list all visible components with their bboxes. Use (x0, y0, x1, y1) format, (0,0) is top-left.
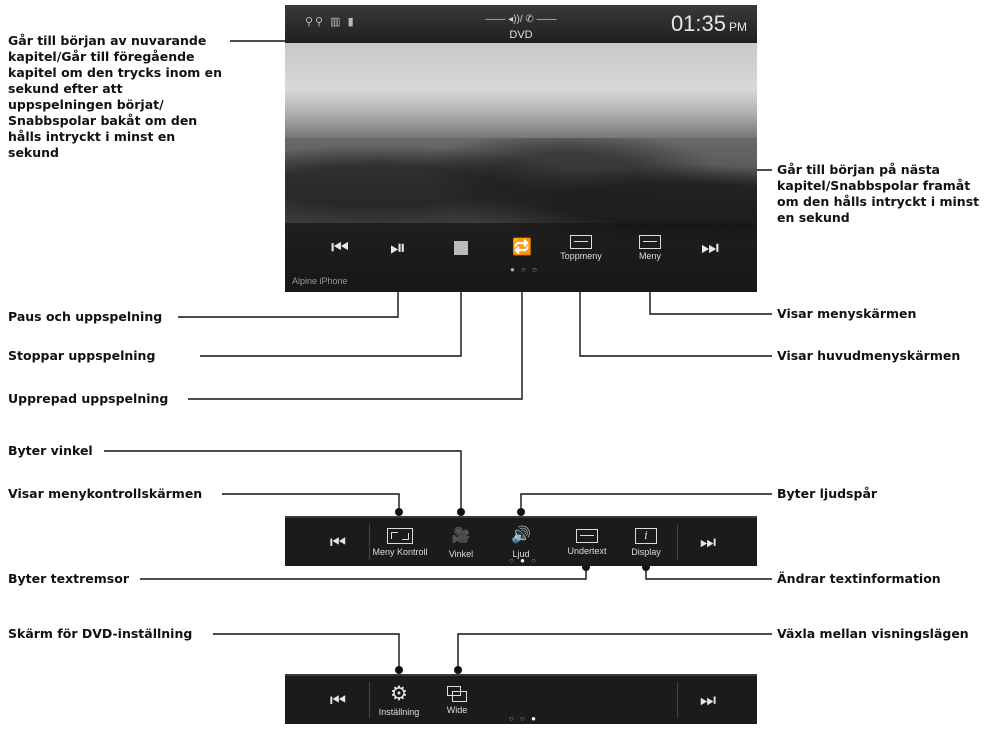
settings-button[interactable]: ⚙ Inställning (371, 676, 427, 724)
wide-mode-icon (447, 685, 467, 702)
menu-icon (639, 235, 661, 249)
menu-control-icon (387, 527, 413, 544)
callout-stop: Stoppar uppspelning (8, 348, 156, 363)
callout-view-mode: Växla mellan visningslägen (777, 626, 969, 641)
prev-icon: ⏮ (329, 690, 347, 710)
callout-prev-chapter: Går till början av nuvarande kapitel/Går… (8, 33, 223, 160)
subtitle-icon (576, 528, 598, 543)
prev-icon: ⏮ (331, 237, 349, 259)
callout-pause-play: Paus och uppspelning (8, 309, 163, 324)
prev-chapter-button-2[interactable]: ⏮ (321, 518, 355, 566)
volume-indicator: —— ◂))/ ✆ —— (485, 14, 557, 25)
gear-icon: ⚙ (390, 682, 408, 705)
callout-menu-screen: Visar menyskärmen (777, 306, 917, 321)
menu-control-label: Meny Kontroll (372, 546, 428, 557)
callout-next-chapter: Går till början på nästa kapitel/Snabbsp… (777, 162, 980, 225)
angle-button[interactable]: 🎥 Vinkel (439, 518, 483, 566)
callout-menu-control: Visar menykontrollskärmen (8, 486, 203, 501)
menu-button[interactable]: Meny (625, 223, 675, 273)
menu-label: Meny (638, 251, 661, 261)
callout-top-menu-screen: Visar huvudmenyskärmen (777, 348, 961, 363)
source-label: DVD (509, 29, 533, 41)
info-icon: i (635, 527, 657, 544)
next-icon: ⏭ (699, 690, 717, 710)
stop-icon (454, 241, 468, 255)
callout-subtitle: Byter textremsor (8, 571, 129, 586)
callout-dvd-settings: Skärm för DVD-inställning (8, 626, 193, 641)
page-dots-3: ○ ○ ● (509, 714, 538, 723)
bottom-strip: Alpine iPhone ● ○ ○ (285, 265, 757, 292)
next-chapter-button-2[interactable]: ⏭ (691, 518, 725, 566)
next-chapter-button-3[interactable]: ⏭ (691, 676, 725, 724)
control-bar: ⏮ ⏯ 🔁 Toppmeny Meny ⏭ (285, 223, 757, 273)
callout-repeat: Upprepad uppspelning (8, 391, 169, 406)
stop-button[interactable] (444, 223, 478, 273)
settings-label: Inställning (378, 706, 420, 717)
prev-chapter-button[interactable]: ⏮ (323, 223, 357, 273)
subtitle-label: Undertext (567, 545, 607, 556)
display-label: Display (631, 546, 661, 557)
camera-icon: 🎥 (451, 526, 471, 544)
next-icon: ⏭ (701, 237, 719, 259)
speaker-icon: 🔊 (511, 526, 531, 544)
callout-angle: Byter vinkel (8, 443, 93, 458)
play-pause-button[interactable]: ⏯ (381, 223, 415, 273)
next-chapter-button[interactable]: ⏭ (693, 223, 727, 273)
control-bar-page-3: ⏮ ⚙ Inställning Wide ⏭ ○ ○ ● (285, 674, 757, 724)
top-menu-button[interactable]: Toppmeny (553, 223, 609, 273)
angle-label: Vinkel (448, 548, 474, 559)
next-icon: ⏭ (699, 532, 717, 552)
audio-label: Ljud (512, 548, 530, 559)
play-pause-icon: ⏯ (390, 237, 406, 259)
clock-time: 01:35 (670, 11, 726, 36)
prev-chapter-button-3[interactable]: ⏮ (321, 676, 355, 724)
callout-audio: Byter ljudspår (777, 486, 878, 501)
page-dots-2: ○ ● ○ (509, 556, 538, 565)
top-menu-label: Toppmeny (560, 251, 602, 261)
audio-button[interactable]: 🔊 Ljud (499, 518, 543, 566)
clock-suffix: PM (729, 20, 747, 34)
callout-display-info: Ändrar textinformation (777, 571, 941, 586)
top-menu-icon (570, 235, 592, 249)
wide-label: Wide (446, 704, 468, 715)
device-name: Alpine iPhone (292, 276, 348, 286)
repeat-button[interactable]: 🔁 (505, 223, 539, 273)
display-button[interactable]: i Display (623, 518, 669, 566)
status-icons: ⚲⚲ ▥ ▮ (305, 16, 356, 28)
menu-control-button[interactable]: Meny Kontroll (369, 518, 431, 566)
prev-icon: ⏮ (329, 532, 347, 552)
page-dots: ● ○ ○ (510, 265, 539, 274)
subtitle-button[interactable]: Undertext (561, 518, 613, 566)
wide-button[interactable]: Wide (435, 676, 479, 724)
control-bar-page-2: ⏮ Meny Kontroll 🎥 Vinkel 🔊 Ljud Undertex… (285, 516, 757, 566)
video-frame[interactable] (285, 43, 757, 258)
repeat-icon: 🔁 (512, 239, 532, 256)
